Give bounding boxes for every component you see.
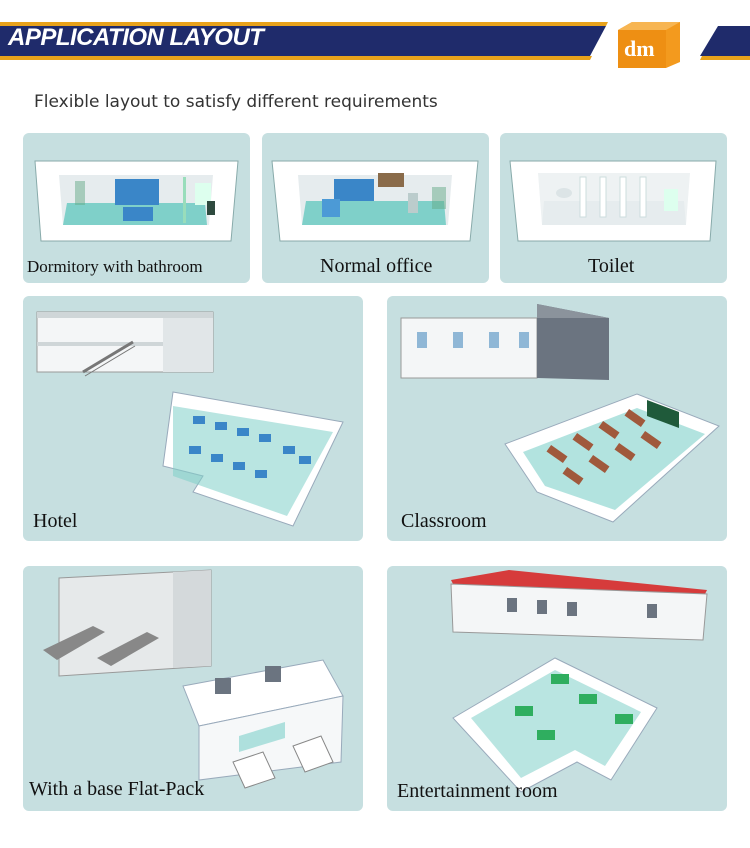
card-classroom: Classroom (387, 296, 727, 541)
flat-pack-illustration (43, 569, 344, 789)
card-flat-pack: With a base Flat-Pack (23, 566, 363, 811)
page-title: APPLICATION LAYOUT (8, 24, 264, 51)
card-label: Toilet (588, 255, 635, 277)
header-banner: APPLICATION LAYOUT dm (0, 0, 750, 70)
card-label: With a base Flat-Pack (29, 778, 205, 800)
subtitle: Flexible layout to satisfy different req… (34, 92, 438, 112)
card-label: Hotel (33, 510, 78, 532)
svg-text:dm: dm (624, 36, 655, 61)
header-banner-shape (0, 22, 750, 60)
card-toilet: Toilet (500, 133, 727, 283)
card-label: Classroom (401, 510, 487, 532)
classroom-illustration (400, 304, 720, 523)
office-illustration (271, 160, 479, 242)
card-label: Normal office (320, 255, 433, 277)
dormitory-illustration (34, 160, 239, 242)
company-logo-icon: dm (618, 22, 680, 68)
card-label: Entertainment room (397, 780, 558, 802)
card-dormitory: Dormitory with bathroom (23, 133, 250, 283)
toilet-illustration (509, 160, 717, 242)
entertainment-room-illustration (450, 570, 708, 793)
card-normal-office: Normal office (262, 133, 489, 283)
hotel-illustration (36, 311, 344, 527)
card-label: Dormitory with bathroom (27, 257, 203, 276)
card-hotel: Hotel (23, 296, 363, 541)
card-entertainment-room: Entertainment room (387, 566, 727, 811)
